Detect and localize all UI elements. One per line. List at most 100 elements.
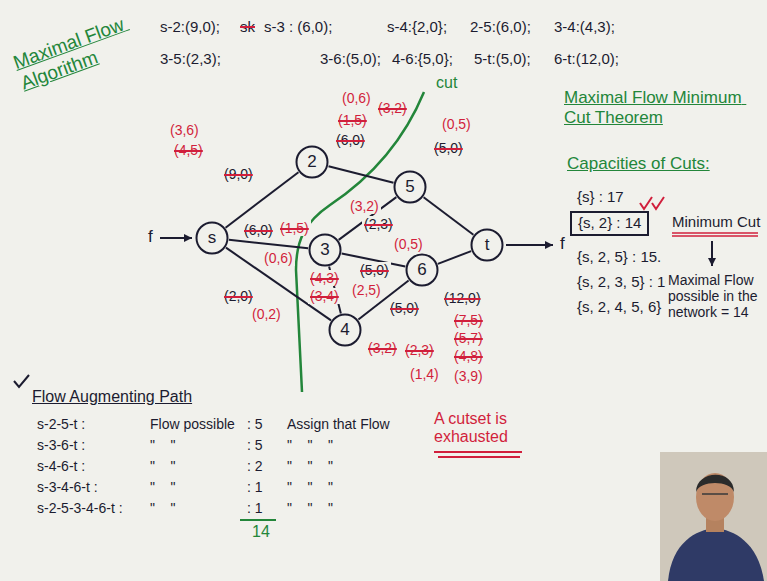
crossed-value: (7,5)	[452, 312, 485, 328]
crossed-value: (3,2)	[366, 340, 399, 356]
node-label: t	[485, 236, 490, 255]
network-node: 5	[393, 170, 427, 204]
board-note: s-4-6-t :	[35, 458, 87, 474]
network-edge	[229, 240, 308, 248]
board-note: s-3 : (6,0);	[262, 18, 334, 35]
node-label: 4	[340, 321, 349, 340]
board-note: " "	[148, 479, 178, 495]
residual-capacity: (0,5)	[440, 116, 473, 132]
network-node: 4	[328, 313, 362, 347]
minimum-cut-box: {s, 2} : 14	[570, 211, 649, 236]
network-edge	[424, 197, 474, 235]
board-note: 4-6:{5,0};	[390, 50, 455, 67]
board-note: " " "	[285, 458, 335, 474]
network-node: 6	[405, 253, 439, 287]
crossed-value: (2,3)	[362, 216, 395, 232]
network-node: s	[195, 221, 229, 255]
board-note: s-4:{2,0};	[385, 18, 449, 35]
double-underline	[672, 232, 758, 234]
presenter-glasses	[702, 493, 728, 495]
residual-capacity: (3,2)	[348, 198, 381, 214]
network-node: 2	[295, 145, 329, 179]
crossed-value: (6,0)	[334, 132, 367, 148]
board-note: Flow Augmenting Path	[30, 388, 194, 406]
inflow-arrow	[160, 237, 192, 239]
board-note: s-2-5-t :	[35, 416, 87, 432]
board-note: " "	[148, 458, 178, 474]
board-note: 2-5:(6,0);	[468, 18, 533, 35]
sum-line	[240, 519, 276, 521]
node-outline	[310, 235, 341, 266]
board-note: {s, 2, 5} : 15.	[575, 248, 663, 265]
node-label: 3	[320, 241, 329, 260]
node-outline	[197, 223, 228, 254]
crossed-value: (4,8)	[452, 348, 485, 364]
presenter-head	[696, 473, 734, 521]
board-note: s-2-5-3-4-6-t :	[35, 500, 125, 516]
double-underline	[672, 235, 758, 237]
residual-capacity: (0,6)	[340, 90, 373, 106]
board-note: f	[146, 227, 155, 247]
board-note: " "	[148, 500, 178, 516]
double-underline	[438, 456, 520, 458]
board-note: A cutset is exhausted	[432, 410, 532, 447]
crossed-value: (3,4)	[308, 288, 341, 304]
board-note: 14	[250, 523, 272, 541]
board-note: 3-6:(5,0);	[318, 50, 383, 67]
board-note: " " "	[285, 437, 335, 453]
crossed-value: (1,5)	[336, 112, 369, 128]
node-label: 2	[307, 153, 316, 172]
crossed-value: (1,5)	[278, 220, 311, 236]
board-note: {s, 2, 3, 5} : 16.	[575, 273, 680, 290]
crossed-value: (5,7)	[452, 330, 485, 346]
crossed-value: (2,0)	[222, 288, 255, 304]
crossed-value: (2,3)	[403, 342, 436, 358]
board-note: Assign that Flow	[285, 416, 392, 432]
network-edge	[339, 197, 397, 240]
board-note: s-3-4-6-t :	[35, 479, 100, 495]
double-underline	[434, 451, 522, 453]
crossed-value: (5,0)	[432, 140, 465, 156]
board-note: cut	[434, 74, 459, 92]
crossed-value: (5,0)	[358, 262, 391, 278]
board-note: {s} : 17	[575, 188, 626, 205]
board-note: 3-4:(4,3);	[552, 18, 617, 35]
crossed-value: (3,2)	[376, 100, 409, 116]
board-note: Capacities of Cuts:	[565, 154, 712, 174]
board-note: : 1	[245, 479, 265, 495]
crossed-value: (12,0)	[442, 290, 483, 306]
board-note: " " "	[285, 500, 335, 516]
photo-ground	[660, 452, 767, 581]
board-title: Maximal Flow Algorithm	[9, 9, 148, 95]
residual-capacity: (2,5)	[350, 282, 383, 298]
board-note: 5-t:(5,0);	[472, 50, 533, 67]
board-note: : 2	[245, 458, 265, 474]
residual-capacity: (0,6)	[262, 250, 295, 266]
check-mark	[640, 197, 664, 209]
board-note: Flow possible	[148, 416, 237, 432]
crossed-value: (6,0)	[242, 222, 275, 238]
network-node: t	[470, 228, 504, 262]
network-edge	[328, 166, 393, 183]
residual-capacity: (3,9)	[452, 368, 485, 384]
crossed-value: sk	[238, 18, 257, 35]
presenter-photo	[660, 452, 767, 581]
board-note: " "	[148, 437, 178, 453]
node-label: 5	[405, 178, 414, 197]
residual-capacity: (0,5)	[392, 236, 425, 252]
presenter-hair	[696, 475, 734, 492]
presenter-body	[668, 528, 764, 581]
node-outline	[297, 147, 328, 178]
crossed-value: (5,0)	[388, 300, 421, 316]
crossed-value: (4,3)	[308, 270, 341, 286]
residual-capacity: (3,6)	[168, 122, 201, 138]
network-node: 3	[308, 233, 342, 267]
outflow-arrow	[506, 244, 553, 246]
crossed-value: (4,5)	[172, 142, 205, 158]
board-note: " " "	[285, 479, 335, 495]
check-mark	[14, 375, 29, 387]
board-note: s-2:(9,0);	[158, 18, 222, 35]
board-note: 3-5:(2,3);	[158, 50, 223, 67]
